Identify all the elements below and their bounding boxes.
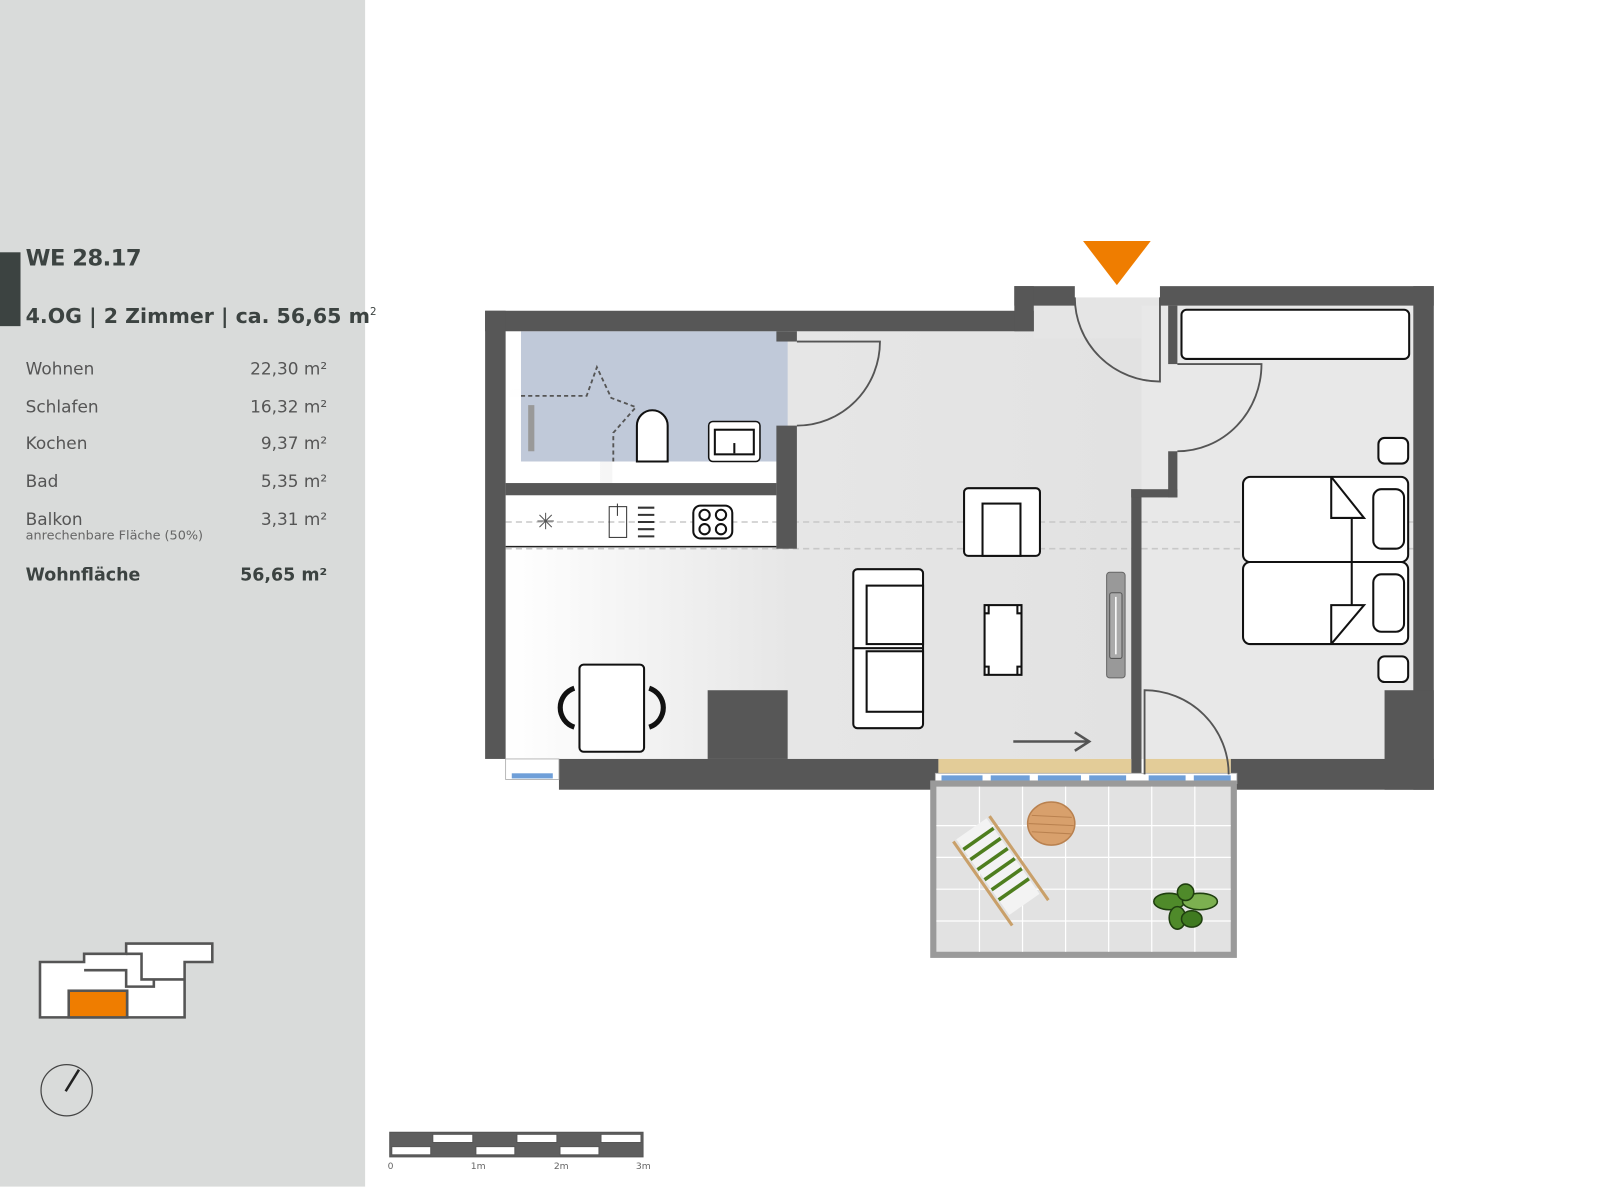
scale-label: 0 <box>388 1161 394 1172</box>
room-row-kochen: Kochen 9,37 m² <box>26 434 334 453</box>
room-name: Balkon <box>25 509 83 530</box>
total-label: Wohnfläche <box>25 565 141 586</box>
doors <box>796 297 1263 775</box>
compass-north-icon <box>40 1063 93 1117</box>
room-name: Bad <box>25 471 59 492</box>
plant-icon <box>1153 883 1219 930</box>
room-row-wohnen: Wohnen 22,30 m² <box>26 359 334 378</box>
unit-subtitle: 4.OG | 2 Zimmer | ca. 56,65 m2 <box>26 304 377 329</box>
walls <box>485 286 1434 790</box>
deck-chair <box>952 815 1050 927</box>
room-area: 5,35 m² <box>260 471 328 492</box>
accent-bar <box>0 252 21 327</box>
subtitle-superscript: 2 <box>369 307 377 319</box>
entrance-door <box>1073 297 1161 383</box>
room-row-schlafen: Schlafen 16,32 m² <box>26 397 334 416</box>
total-value: 56,65 m² <box>240 565 328 586</box>
scale-label: 3m <box>636 1161 651 1172</box>
room-note: anrechenbare Fläche (50%) <box>25 527 204 543</box>
balcony-direction-arrow-icon <box>1013 731 1092 752</box>
armchair <box>963 487 1041 557</box>
bathroom-door <box>796 340 881 427</box>
kitchen-counter <box>505 331 1414 550</box>
keyplan-and-compass <box>38 942 214 1117</box>
bathroom-fixtures <box>521 364 761 463</box>
coffee-table <box>983 604 1023 676</box>
fridge-icon <box>608 503 655 538</box>
sofa <box>852 568 925 730</box>
room-row-bad: Bad 5,35 m² <box>26 472 334 491</box>
info-panel: WE 28.17 4.OG | 2 Zimmer | ca. 56,65 m2 … <box>0 0 376 1187</box>
extractor-fan-icon <box>537 512 554 530</box>
shower-drain <box>528 405 535 452</box>
scale-label: 1m <box>471 1161 486 1172</box>
tv-stand <box>1106 571 1126 679</box>
shower-door <box>521 364 638 462</box>
sink-icon <box>707 420 761 463</box>
balcony-door <box>1143 689 1230 775</box>
room-area: 3,31 m² <box>260 509 328 530</box>
room-area: 22,30 m² <box>250 358 328 379</box>
unit-title: WE 28.17 <box>25 246 142 272</box>
room-area: 16,32 m² <box>250 396 328 417</box>
toilet-icon <box>635 409 669 463</box>
room-name: Kochen <box>25 433 88 454</box>
balcony <box>930 780 1237 958</box>
entrance-triangle-icon <box>1083 241 1151 286</box>
room-name: Schlafen <box>25 396 99 417</box>
double-bed <box>1242 475 1410 646</box>
room-name: Wohnen <box>25 358 95 379</box>
scale-label: 2m <box>554 1161 569 1172</box>
keyplan <box>38 942 214 1019</box>
subtitle-text: 4.OG | 2 Zimmer | ca. 56,65 m <box>25 303 370 329</box>
furniture <box>557 308 1411 753</box>
nightstand <box>1377 436 1410 465</box>
wardrobe <box>1180 308 1411 360</box>
room-area: 9,37 m² <box>260 433 328 454</box>
nightstand <box>1377 655 1410 684</box>
bedroom-door <box>1177 363 1263 453</box>
scale-bar <box>389 1131 644 1158</box>
stove-icon <box>692 504 734 540</box>
round-table <box>1026 801 1076 846</box>
total-area-row: Wohnfläche 56,65 m² <box>26 565 334 586</box>
dining-table <box>557 663 666 753</box>
